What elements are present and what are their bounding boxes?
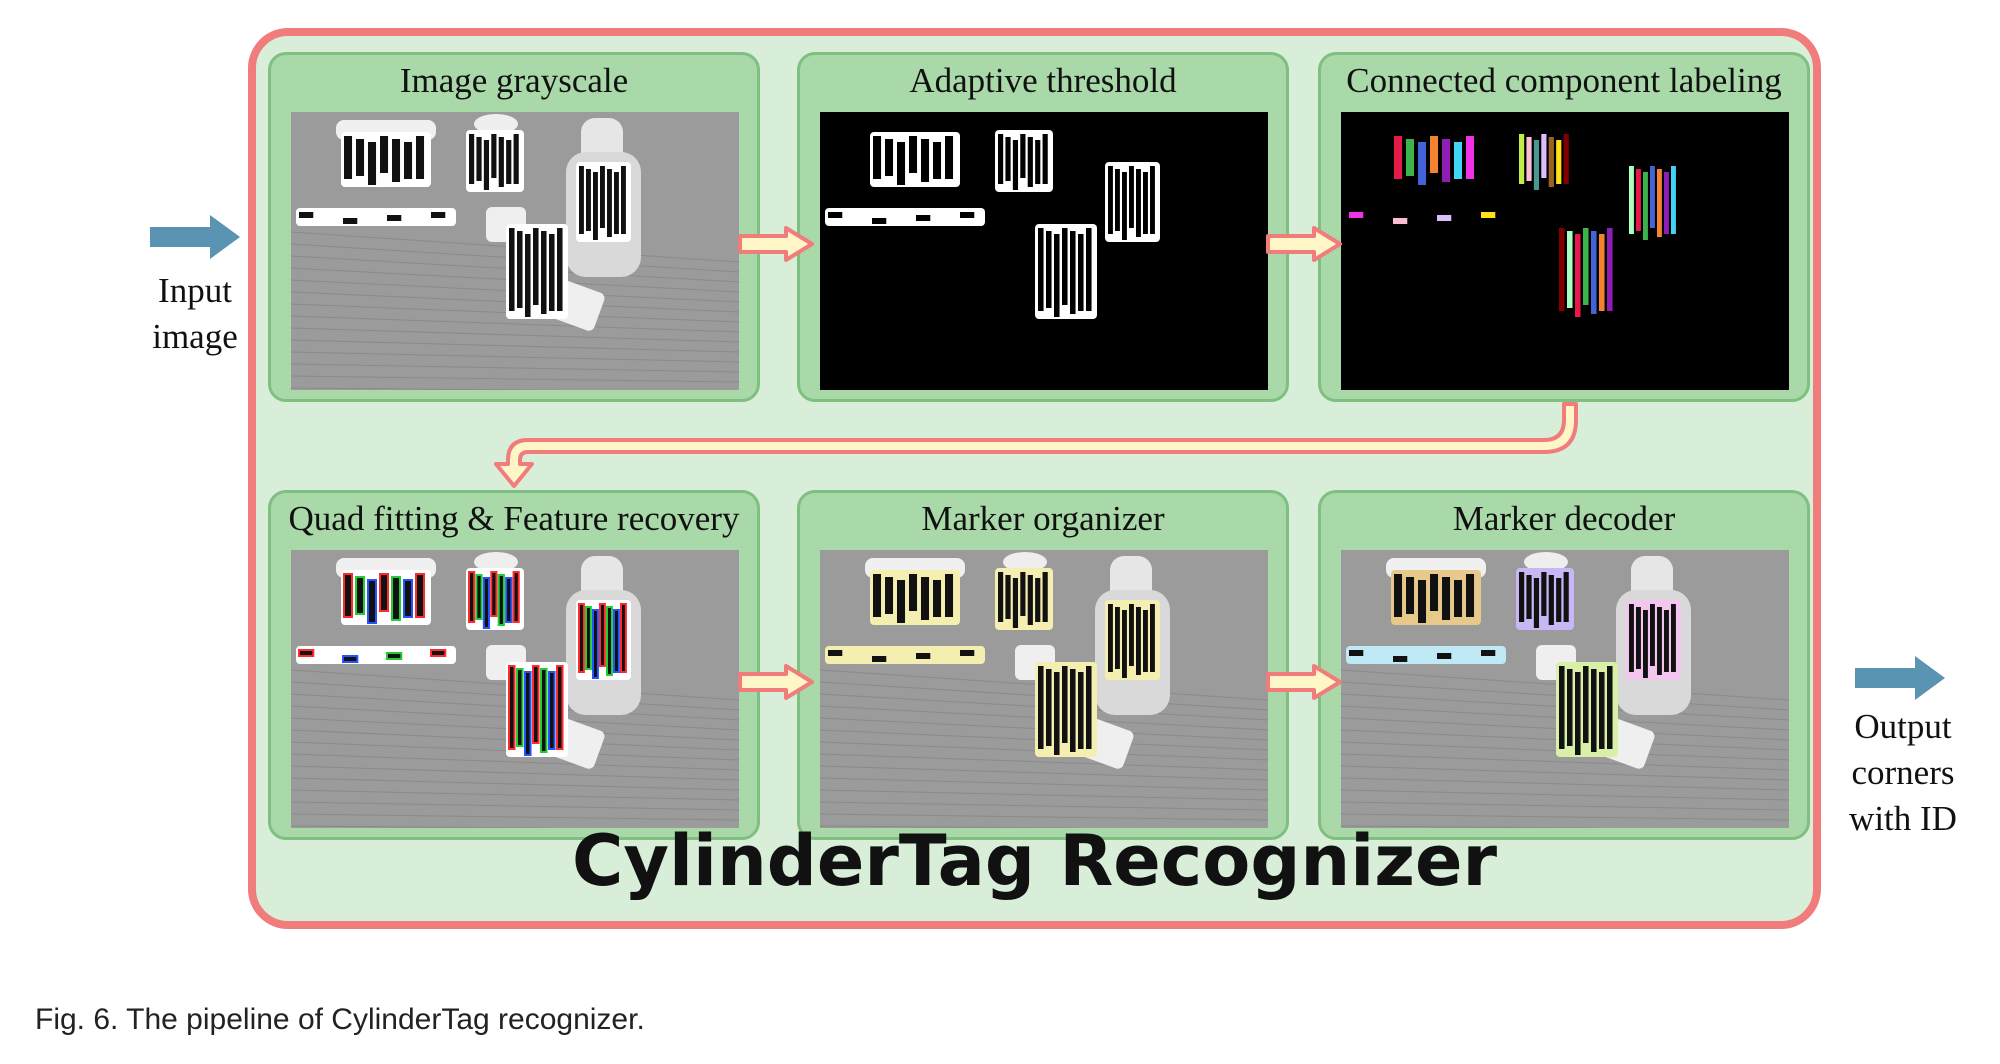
stage-image-quad-fitting	[291, 550, 739, 828]
stage-title: Quad fitting & Feature recovery	[288, 499, 740, 538]
stage-panel-component-labeling: Connected component labeling	[1318, 52, 1810, 402]
flow-arrow-icon	[1266, 226, 1342, 262]
stage-image-grayscale	[291, 112, 739, 390]
input-label-line-2: image	[152, 317, 238, 356]
output-label-line-1: Output	[1854, 707, 1952, 746]
output-label: Output corners with ID	[1828, 704, 1978, 842]
stage-panel-adaptive-threshold: Adaptive threshold	[797, 52, 1289, 402]
output-label-line-3: with ID	[1849, 799, 1957, 838]
return-arrow-icon	[494, 402, 1578, 488]
output-arrow-icon	[1855, 656, 1945, 700]
stage-image-labeling	[1341, 112, 1789, 390]
stage-title: Image grayscale	[399, 61, 629, 100]
stage-image-threshold	[820, 112, 1268, 390]
stage-title: Connected component labeling	[1346, 61, 1782, 100]
stage-title: Marker organizer	[921, 499, 1165, 538]
stage-panel-marker-decoder: Marker decoder	[1318, 490, 1810, 840]
flow-arrow-icon	[1266, 664, 1342, 700]
diagram-title: CylinderTag Recognizer	[571, 820, 1497, 902]
stage-panel-grayscale: Image grayscale	[268, 52, 760, 402]
input-arrow-icon	[150, 215, 240, 259]
stage-image-organizer	[820, 550, 1268, 828]
flow-arrow-icon	[738, 226, 814, 262]
figure-caption: Fig. 6. The pipeline of CylinderTag reco…	[35, 1003, 645, 1036]
input-label: Input image	[130, 268, 260, 360]
stage-panel-marker-organizer: Marker organizer	[797, 490, 1289, 840]
stage-title: Adaptive threshold	[909, 61, 1177, 100]
stage-panel-quad-fitting: Quad fitting & Feature recovery	[268, 490, 760, 840]
stage-title: Marker decoder	[1452, 499, 1676, 538]
input-label-line-1: Input	[158, 271, 232, 310]
stage-image-decoder	[1341, 550, 1789, 828]
flow-arrow-icon	[738, 664, 814, 700]
output-label-line-2: corners	[1851, 753, 1955, 792]
